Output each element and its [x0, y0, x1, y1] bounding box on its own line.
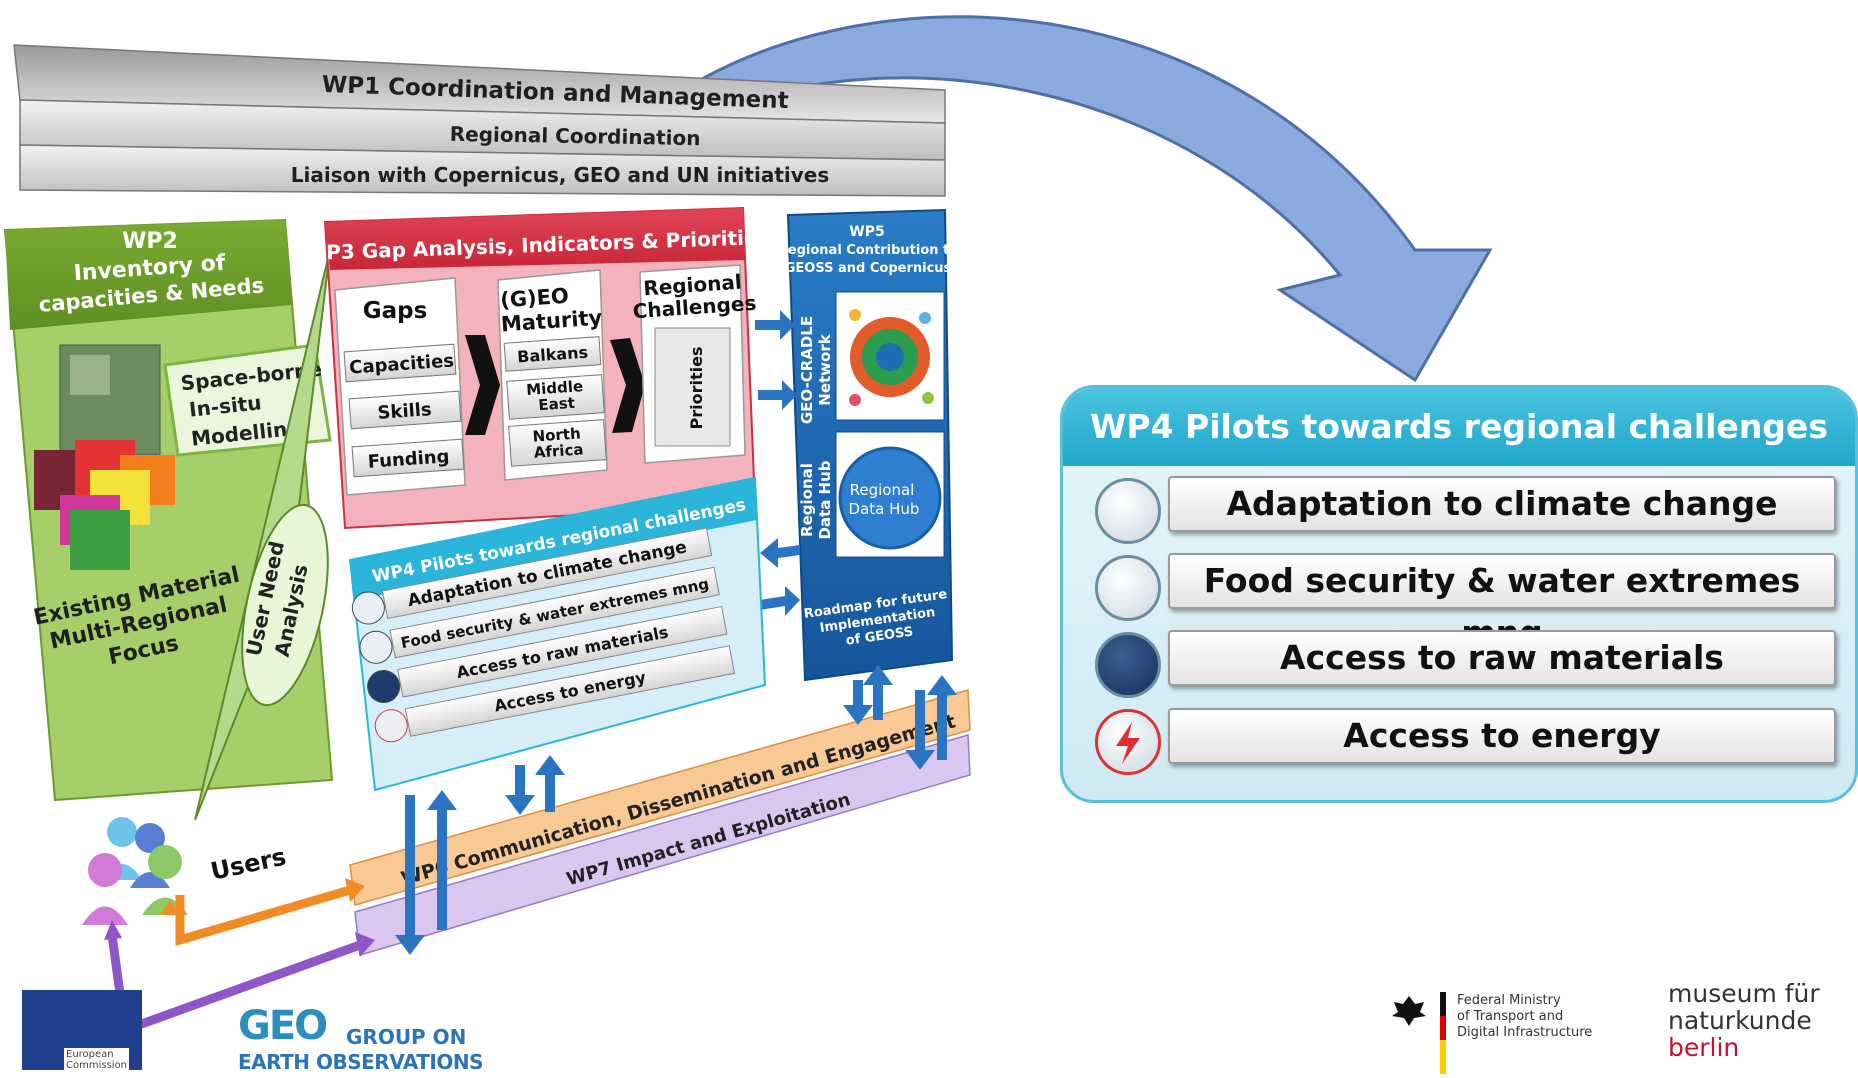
- hub-circle-2: Data Hub: [849, 500, 920, 518]
- food-water-icon: [359, 630, 393, 664]
- wp5-title-2: Regional Contribution to: [778, 243, 958, 258]
- energy-icon: [374, 709, 408, 743]
- priorities-label: Priorities: [687, 347, 706, 430]
- arrow-users-wp6: [175, 885, 352, 947]
- maturity-africa: Africa: [533, 440, 584, 461]
- food-water-icon: [1095, 555, 1161, 621]
- wp5-title-3: GEOSS and Copernicus: [785, 261, 952, 276]
- maturity-balkans: Balkans: [517, 343, 589, 367]
- climate-hands-icon: [1095, 478, 1161, 544]
- climate-hands-icon: [351, 591, 385, 625]
- arrow-wp4-wp5: [760, 586, 800, 616]
- wp4-item-adaptation: Adaptation to climate change: [1168, 476, 1836, 532]
- wp5-block: WP5 Regional Contribution to GEOSS and C…: [755, 208, 958, 682]
- raw-materials-icon: [1095, 632, 1161, 698]
- maturity-title-1: (G)EO: [499, 284, 569, 313]
- wp4-item-food-security: Food security & water extremes mng: [1168, 553, 1836, 652]
- eagle-icon: [1390, 992, 1428, 1030]
- gap-skills: Skills: [377, 399, 433, 424]
- arrow-wp3-wp5: [755, 310, 795, 340]
- geo-logo-mark: GEO: [238, 1003, 328, 1049]
- wp4-zoom-panel: WP4 Pilots towards regional challenges A…: [1060, 385, 1858, 803]
- hub-label-1: Regional: [798, 463, 816, 537]
- wp5-title-1: WP5: [849, 224, 884, 240]
- maturity-middle: Middle: [526, 377, 584, 399]
- regional-coordination-label: Regional Coordination: [450, 122, 701, 150]
- energy-icon: [1095, 709, 1161, 775]
- wp2-title-1: WP2: [122, 229, 178, 254]
- hub-circle-1: Regional: [850, 481, 915, 499]
- maturity-north: North: [532, 424, 581, 445]
- flag-stripe-gold: [1440, 1040, 1446, 1074]
- flag-stripe-red: [1440, 1016, 1446, 1040]
- arrow-wp3-wp5: [758, 380, 797, 410]
- wp4-item-energy: Access to energy: [1168, 708, 1836, 764]
- layer-green: [70, 510, 130, 570]
- museum-logo: museum für naturkunde berlin: [1668, 979, 1820, 1062]
- arrow-wp5-wp4: [760, 538, 800, 568]
- lightning-icon: [1116, 722, 1140, 764]
- maturity-east: East: [538, 394, 576, 415]
- header-bars: WP1 Coordination and Management Regional…: [13, 44, 946, 197]
- raw-materials-icon: [367, 670, 401, 704]
- gaps-title: Gaps: [363, 298, 428, 324]
- chevron-right-icon: [465, 335, 500, 435]
- users-label: Users: [208, 843, 288, 886]
- data-hub-circle: [838, 446, 942, 550]
- wp4-zoom-title: WP4 Pilots towards regional challenges: [1063, 388, 1855, 466]
- hub-label-2: Data Hub: [816, 460, 834, 539]
- wp4-small-block: WP4 Pilots towards regional challenges A…: [348, 476, 767, 792]
- geo-logo-line2: EARTH OBSERVATIONS: [238, 1050, 483, 1074]
- liaison-label: Liaison with Copernicus, GEO and UN init…: [291, 163, 830, 187]
- wp4-item-raw-materials: Access to raw materials: [1168, 630, 1836, 686]
- user-need-ellipse: [241, 503, 329, 707]
- wp2-block: WP2 Inventory of capacities & Needs Spac…: [3, 218, 334, 821]
- vertical-arrows: [395, 665, 957, 955]
- flag-stripe-black: [1440, 992, 1446, 1016]
- network-label-2: Network: [816, 333, 834, 405]
- geo-logo-line1: GROUP ON: [346, 1025, 467, 1049]
- network-label-1: GEO-CRADLE: [798, 316, 816, 424]
- wp3-block: WP3 Gap Analysis, Indicators & Prioritie…: [304, 206, 770, 530]
- zoom-arrow: [697, 15, 1493, 383]
- chevron-right-icon: [610, 338, 645, 433]
